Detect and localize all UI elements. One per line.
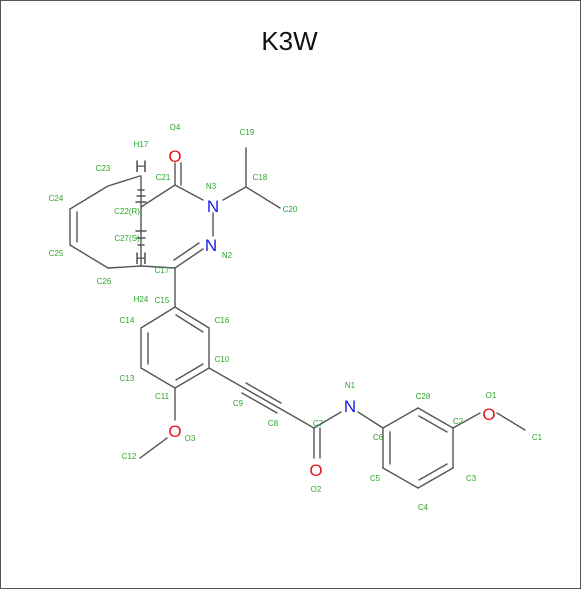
bond xyxy=(357,411,384,429)
bond xyxy=(418,463,448,481)
atom-label-c14: C14 xyxy=(120,316,135,325)
bond xyxy=(140,184,176,208)
hydrogen-symbol-h17: H xyxy=(135,157,147,176)
nitrogen-symbol-n2: N xyxy=(205,236,217,255)
oxygen-symbol-o3: O xyxy=(168,422,181,441)
bond xyxy=(243,387,280,409)
atom-label-h17: H17 xyxy=(134,140,149,149)
oxygen-symbol-o1: O xyxy=(482,405,495,424)
atom-label-c15: C15 xyxy=(155,296,170,305)
bond xyxy=(69,185,109,210)
atom-label-n1: N1 xyxy=(345,381,356,390)
bond xyxy=(417,467,454,489)
bond xyxy=(245,382,282,404)
atom-label-c27: C27(S) xyxy=(114,234,140,243)
bond xyxy=(175,363,204,381)
atom-label-c3: C3 xyxy=(466,474,477,483)
bond xyxy=(139,437,168,459)
atom-label-c13: C13 xyxy=(120,374,135,383)
bond xyxy=(174,306,210,329)
atom-label-c22: C22(R) xyxy=(114,207,140,216)
bond-lines xyxy=(69,147,526,489)
element-symbols: O N N N O O O H H xyxy=(135,147,496,480)
atom-label-h24: H24 xyxy=(134,295,149,304)
atom-label-c10: C10 xyxy=(215,355,230,364)
bond xyxy=(173,242,200,261)
bond xyxy=(174,248,204,269)
oxygen-symbol-o2: O xyxy=(309,461,322,480)
atom-label-c7: C7 xyxy=(313,419,324,428)
atom-label-o4: O4 xyxy=(170,123,181,132)
atom-label-c24: C24 xyxy=(49,194,64,203)
bond xyxy=(245,186,281,209)
bond xyxy=(382,467,419,489)
atom-label-c12: C12 xyxy=(122,452,137,461)
atom-label-c28: C28 xyxy=(416,392,431,401)
atom-label-c17: C17 xyxy=(155,266,170,275)
bond xyxy=(313,411,342,429)
atom-label-o1: O1 xyxy=(486,391,497,400)
molecule-title: K3W xyxy=(261,26,318,56)
atom-label-c25: C25 xyxy=(49,249,64,258)
hydrogen-symbol-h24: H xyxy=(135,249,147,268)
atom-label-c4: C4 xyxy=(418,503,429,512)
atom-label-c9: C9 xyxy=(233,399,244,408)
atom-label-o3: O3 xyxy=(185,434,196,443)
bond xyxy=(175,314,204,333)
bond xyxy=(107,265,142,269)
atom-label-n2: N2 xyxy=(222,251,233,260)
atom-label-c18: C18 xyxy=(253,173,268,182)
atom-label-c1: C1 xyxy=(532,433,543,442)
atom-label-c16: C16 xyxy=(215,316,230,325)
nitrogen-symbol-n3: N xyxy=(207,197,219,216)
atom-label-o2: O2 xyxy=(311,485,322,494)
bond xyxy=(278,407,315,429)
stereo-hash-h17 xyxy=(135,189,147,203)
bond xyxy=(208,367,245,389)
atom-label-c26: C26 xyxy=(97,277,112,286)
bond xyxy=(417,407,454,429)
stereo-hash-h24 xyxy=(135,230,147,246)
oxygen-symbol-o4: O xyxy=(168,147,181,166)
nitrogen-symbol-n1: N xyxy=(344,397,356,416)
bond xyxy=(140,367,176,389)
atom-label-c21: C21 xyxy=(156,173,171,182)
bond xyxy=(452,412,481,429)
bond xyxy=(382,407,419,429)
atom-label-n3: N3 xyxy=(206,182,217,191)
atom-label-c5: C5 xyxy=(370,474,381,483)
atom-label-c23: C23 xyxy=(96,164,111,173)
atom-label-c20: C20 xyxy=(283,205,298,214)
bond xyxy=(174,367,210,389)
bond xyxy=(107,175,141,187)
bond xyxy=(174,184,204,201)
atom-label-c6: C6 xyxy=(373,433,384,442)
bond xyxy=(418,415,448,433)
bond xyxy=(69,244,109,269)
atom-label-c11: C11 xyxy=(155,392,170,401)
bond xyxy=(496,412,526,431)
atom-labels: O4 H17 C19 C21 N3 C23 C18 C24 C22(R) C20… xyxy=(49,123,543,512)
atom-label-c2: C2 xyxy=(453,417,464,426)
bond xyxy=(140,265,176,269)
atom-label-c19: C19 xyxy=(240,128,255,137)
atom-label-c8: C8 xyxy=(268,419,279,428)
bond xyxy=(140,306,176,329)
bond xyxy=(222,186,247,201)
bond xyxy=(241,392,278,414)
